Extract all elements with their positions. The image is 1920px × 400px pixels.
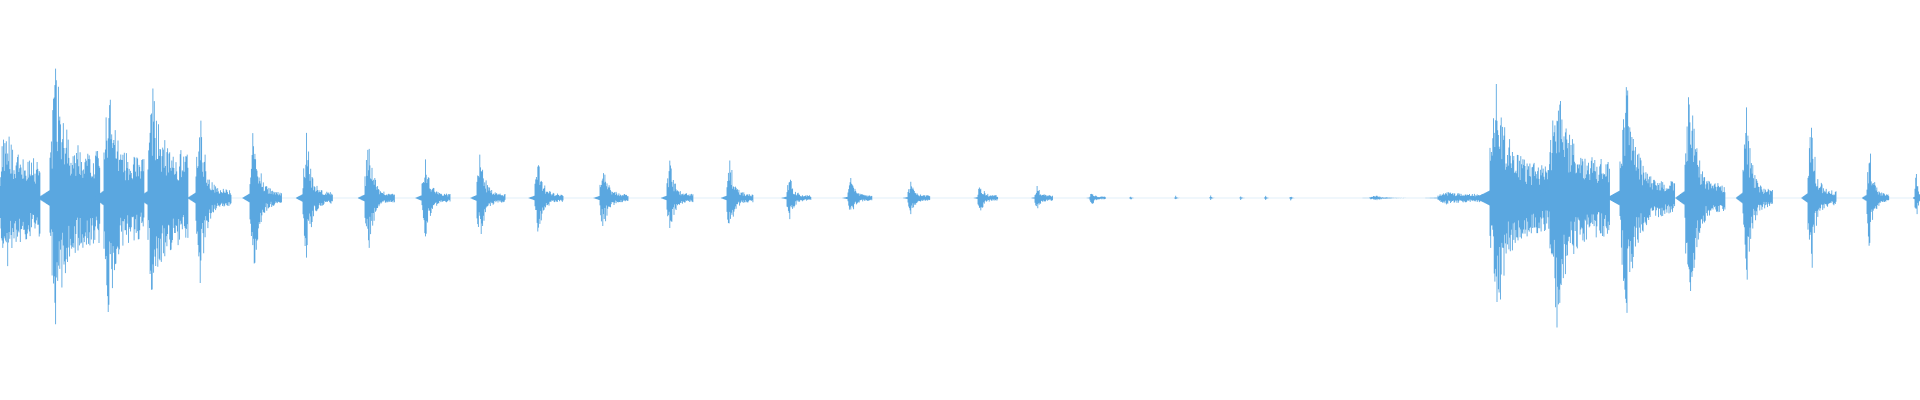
waveform-burst-path <box>781 179 812 220</box>
waveform-burst-path <box>720 160 754 224</box>
waveform-burst-path <box>1238 196 1247 201</box>
waveform-burst <box>973 187 999 211</box>
waveform-burst-path <box>94 99 145 313</box>
waveform-burst <box>1263 195 1272 201</box>
waveform-burst <box>138 88 189 290</box>
waveform-burst <box>1128 196 1137 200</box>
waveform-burst <box>0 136 41 267</box>
waveform-burst-path <box>528 165 564 232</box>
waveform-burst-path <box>1801 127 1837 268</box>
waveform-burst-path <box>1606 87 1676 313</box>
waveform-burst <box>1030 185 1053 209</box>
waveform-burst <box>470 154 506 234</box>
waveform-burst <box>1208 195 1217 201</box>
waveform-burst <box>1606 87 1676 313</box>
waveform-burst <box>1801 127 1837 268</box>
waveform-burst <box>720 160 754 224</box>
waveform-burst-path <box>1475 84 1550 302</box>
waveform-burst <box>528 165 564 232</box>
waveform-burst-path <box>242 133 282 264</box>
waveform-burst-path <box>415 159 451 237</box>
waveform-burst <box>1288 196 1297 201</box>
waveform-burst-path <box>1675 97 1726 292</box>
waveform-burst <box>357 148 395 248</box>
waveform-burst <box>187 120 232 283</box>
waveform-burst <box>1357 195 1421 201</box>
waveform-burst-path <box>37 68 101 325</box>
waveform-burst <box>781 179 812 220</box>
waveform-burst-path <box>1086 193 1106 204</box>
waveform-burst-path <box>1861 153 1890 246</box>
waveform-burst <box>1735 107 1773 280</box>
waveform-burst-path <box>973 187 999 211</box>
waveform-burst <box>593 173 629 226</box>
waveform-burst <box>1912 174 1920 215</box>
waveform-burst-path <box>0 136 41 267</box>
waveform-burst-path <box>1535 100 1610 328</box>
waveform-burst-path <box>295 132 333 258</box>
waveform-burst-path <box>1030 185 1053 209</box>
waveform-burst <box>1535 100 1610 328</box>
waveform-burst <box>1675 97 1726 292</box>
waveform-burst-path <box>842 177 873 210</box>
waveform-burst <box>660 160 694 229</box>
waveform-burst-path <box>470 154 506 234</box>
waveform-burst-path <box>1208 195 1217 201</box>
waveform-burst-path <box>357 148 395 248</box>
waveform-burst-path <box>1288 196 1297 201</box>
waveform-burst <box>37 68 101 325</box>
waveform-burst <box>1238 196 1247 201</box>
waveform-burst <box>1173 195 1182 200</box>
waveform-burst <box>415 159 451 237</box>
waveform-burst <box>94 99 145 313</box>
waveform-burst <box>902 181 931 215</box>
waveform-burst-path <box>902 181 931 215</box>
waveform-burst-path <box>1735 107 1773 280</box>
waveform-burst <box>295 132 333 258</box>
waveform-burst-path <box>138 88 189 290</box>
waveform-burst <box>1086 193 1106 204</box>
waveform-burst-path <box>1912 174 1920 215</box>
waveform-burst <box>242 133 282 264</box>
waveform-burst <box>842 177 873 210</box>
waveform-bursts <box>0 68 1920 328</box>
waveform-burst-path <box>187 120 232 283</box>
waveform-burst-path <box>1128 196 1137 200</box>
waveform-burst <box>1475 84 1550 302</box>
waveform-burst <box>1861 153 1890 246</box>
waveform-burst-path <box>1263 195 1272 201</box>
waveform-burst-path <box>660 160 694 229</box>
waveform-burst-path <box>1357 195 1421 201</box>
waveform-burst-path <box>1173 195 1182 200</box>
waveform-burst-path <box>593 173 629 226</box>
